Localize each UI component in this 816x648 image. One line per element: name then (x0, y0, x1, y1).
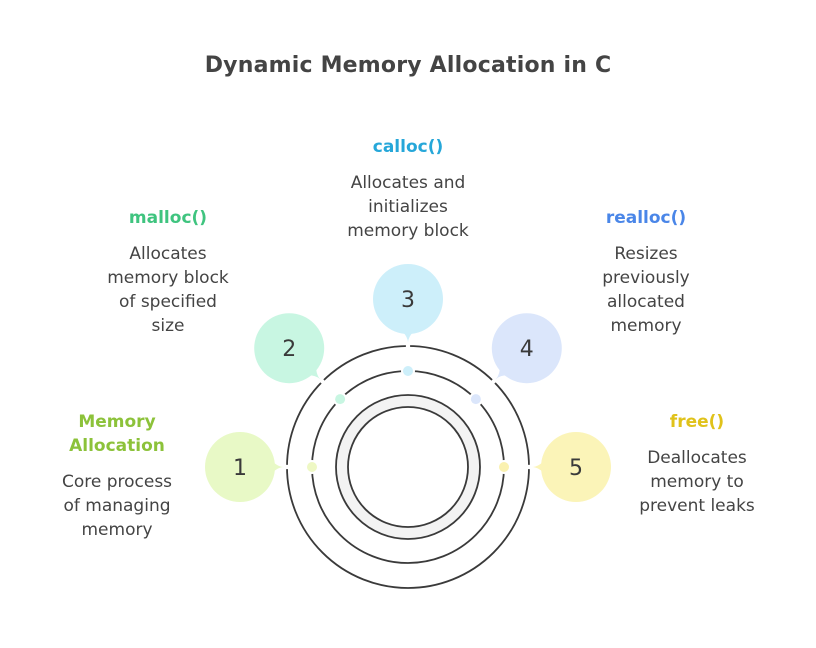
outer-ring-gap (284, 464, 290, 470)
step-heading-line: free() (669, 412, 725, 432)
step-description-line: allocated (607, 292, 685, 312)
step-description-line: Resizes (614, 244, 678, 264)
step-description-line: size (151, 316, 185, 336)
inner-ring-inner (347, 406, 469, 528)
step-block-2: malloc() Allocates memory block of specifie… (68, 206, 268, 338)
ring-marker-dot (403, 366, 413, 376)
step-number: 2 (282, 337, 296, 362)
outer-ring-gap (526, 464, 532, 470)
step-description-line: Allocates (129, 244, 207, 264)
step-heading: calloc() (308, 135, 508, 159)
outer-ring-gap (320, 379, 325, 384)
step-description-line: memory (81, 520, 153, 540)
step-description-line: memory block (107, 268, 229, 288)
step-description-line: Core process (61, 472, 173, 492)
step-description-line: Deallocates (647, 448, 747, 468)
step-heading: realloc() (546, 206, 746, 230)
step-block-5: free() Deallocates memory to prevent leaks (597, 410, 797, 518)
outer-ring-gap (405, 343, 411, 349)
step-number: 3 (401, 288, 415, 313)
step-bubble-1 (205, 432, 275, 502)
step-bubble-2 (254, 313, 325, 384)
step-heading-line: realloc() (605, 208, 687, 228)
step-description-line: previously (602, 268, 690, 288)
step-number: 1 (233, 456, 247, 481)
step-description-line: memory (610, 316, 682, 336)
step-description: Resizes previously allocated memory (546, 242, 746, 338)
inner-ring-outer (335, 394, 481, 540)
step-description-line: of specified (119, 292, 217, 312)
diagram-title: Dynamic Memory Allocation in C (204, 53, 612, 78)
step-description: Allocates and initializes memory block (308, 171, 508, 243)
step-heading-line: Allocation (69, 436, 165, 456)
step-description: Deallocates memory to prevent leaks (597, 446, 797, 518)
step-description-line: prevent leaks (639, 496, 755, 516)
step-description: Allocates memory block of specified size (68, 242, 268, 338)
step-block-3: calloc() Allocates and initializes memory b… (308, 135, 508, 243)
ring-marker-dot (499, 462, 509, 472)
ring-marker-dot (335, 394, 346, 405)
step-description-line: initializes (368, 197, 448, 217)
ring-marker-dot (307, 462, 317, 472)
step-description-line: memory block (347, 221, 469, 241)
step-number: 5 (569, 456, 583, 481)
step-bubble-4 (491, 313, 562, 384)
step-block-4: realloc() Resizes previously allocated memor… (546, 206, 746, 338)
step-heading-line: calloc() (372, 137, 444, 157)
step-description: Core process of managing memory (17, 470, 217, 542)
outer-ring-gap (491, 379, 496, 384)
step-heading: free() (597, 410, 797, 434)
step-bubble-3 (373, 264, 443, 334)
ring-marker-dot (470, 394, 481, 405)
step-description-line: Allocates and (350, 173, 466, 193)
step-description-line: of managing (63, 496, 171, 516)
step-number: 4 (520, 337, 534, 362)
inner-band (336, 395, 480, 539)
step-heading-line: malloc() (128, 208, 208, 228)
step-bubble-5 (541, 432, 611, 502)
step-description-line: memory to (650, 472, 744, 492)
step-heading: malloc() (68, 206, 268, 230)
step-heading-line: Memory (78, 412, 156, 432)
